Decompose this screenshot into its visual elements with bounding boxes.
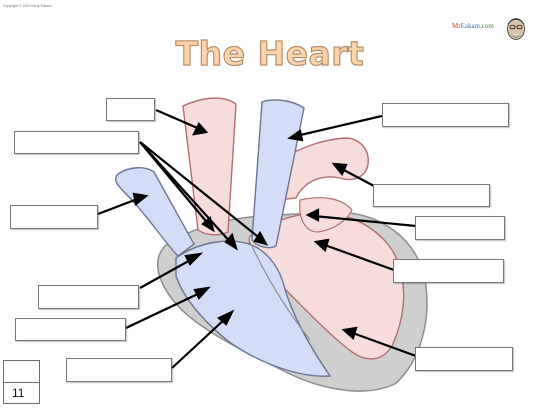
arrow-right-ventricle [172,318,226,368]
aorta-shape [183,98,236,235]
left-atrium-box[interactable] [415,216,505,240]
right-branch-shape [116,168,194,256]
inferior-vena-cava-box[interactable] [66,358,172,382]
superior-vena-cava-box[interactable] [14,131,139,154]
right-atrium-box[interactable] [38,285,139,309]
slide-number: 11 [3,382,40,404]
score-box[interactable] [3,360,40,383]
arrow-svc [296,116,382,136]
tricuspid-valve-box[interactable] [15,318,126,341]
bicuspid-valve-box[interactable] [393,259,504,283]
aorta-box[interactable] [106,98,155,121]
arrow-branch [98,198,140,214]
left-ventricle-box[interactable] [415,347,513,371]
left-pulmonary-veins-box[interactable] [373,184,490,207]
pulmonary-artery-box[interactable] [382,103,509,127]
right-pulmonary-veins-box[interactable] [10,205,98,229]
